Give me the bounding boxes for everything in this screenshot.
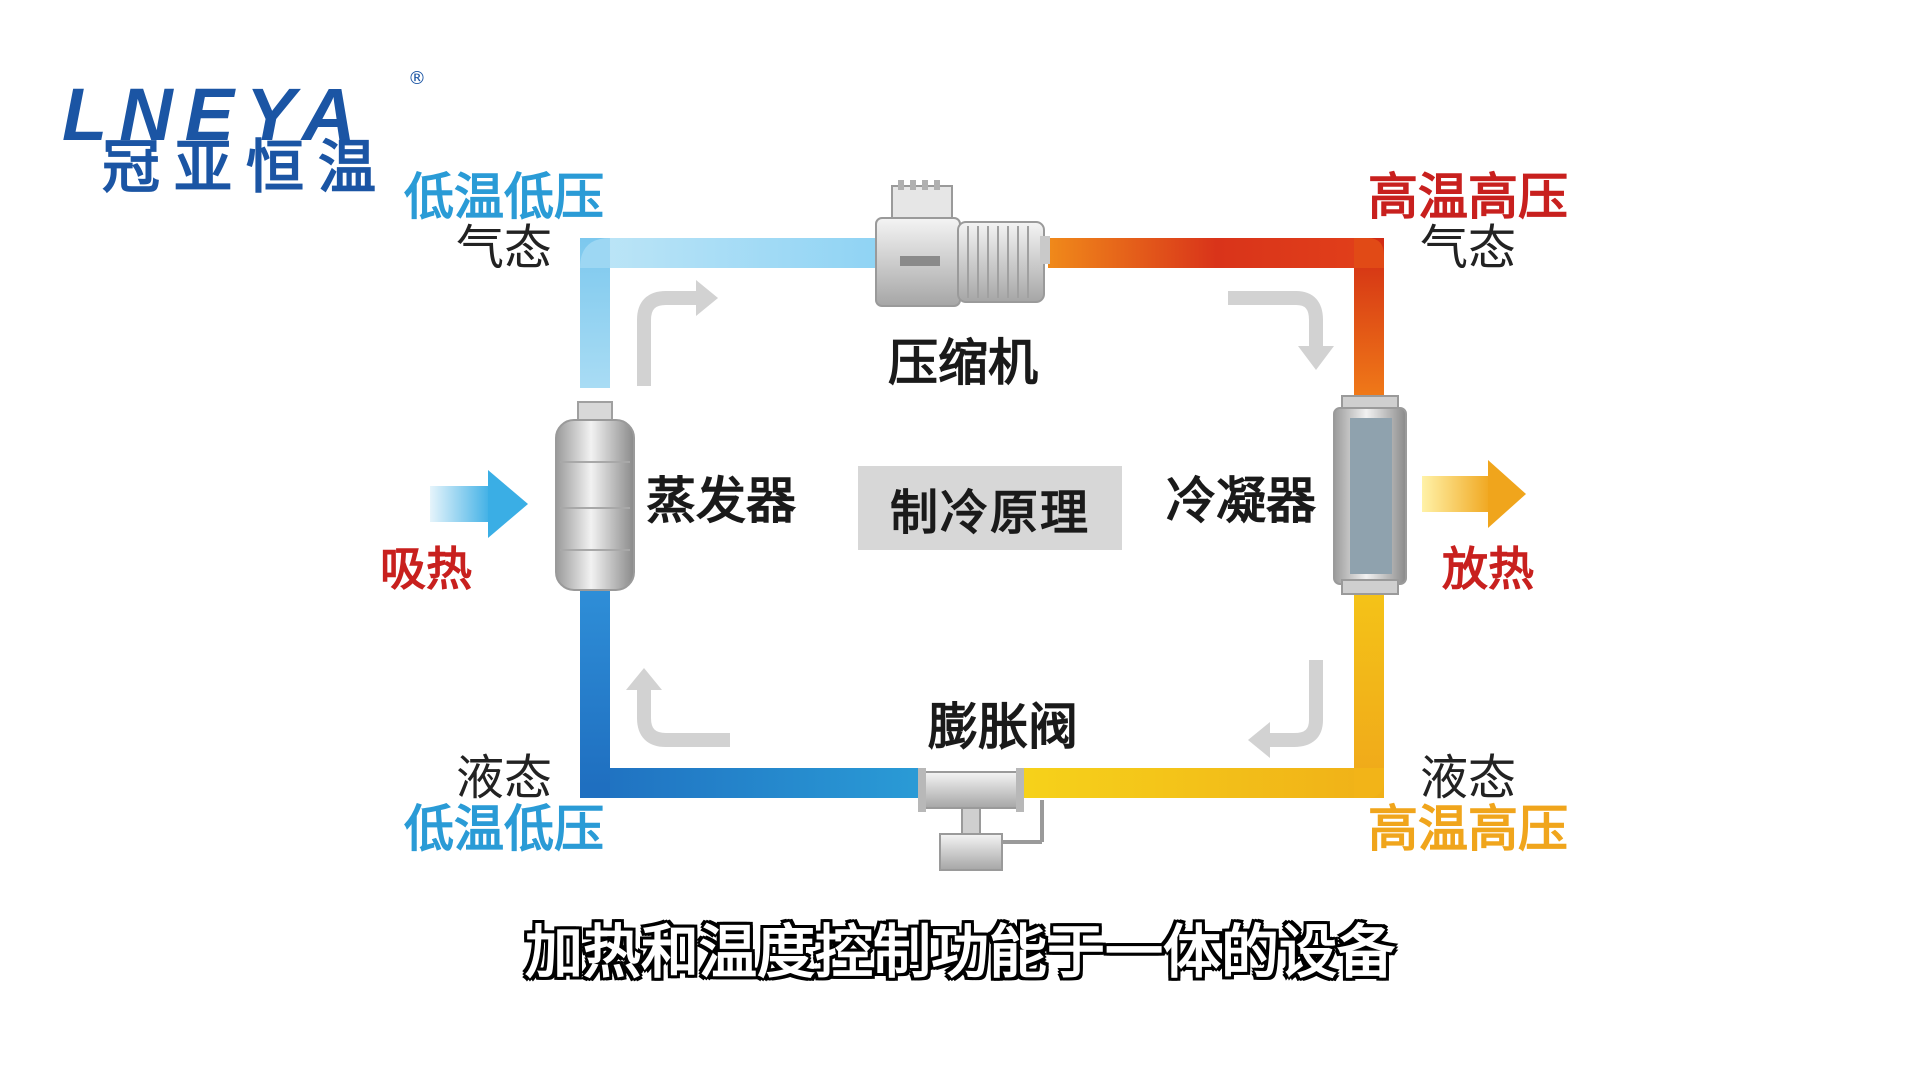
top-right-state: 气态: [1420, 220, 1517, 276]
center-title: 制冷原理: [889, 485, 1090, 541]
heat-release-arrow: [1422, 460, 1526, 528]
condenser-label: 冷凝器: [1166, 472, 1316, 530]
brand-logo-chinese: 冠亚恒温: [102, 133, 391, 201]
bottom-right-state: 液态: [1420, 750, 1517, 806]
video-subtitle: 加热和温度控制功能于一体的设备: [524, 918, 1395, 986]
heat-absorb-arrow: [430, 470, 528, 538]
brand-logo-wordmark: LNEYA: [62, 73, 368, 156]
evaporator-label: 蒸发器: [646, 472, 796, 530]
compressor-unit: [875, 180, 1050, 307]
pipe-top-left: [580, 238, 880, 388]
top-left-condition: 低温低压: [404, 168, 604, 226]
flow-arrow-top-left: [637, 280, 718, 386]
heat-absorb-label: 吸热: [380, 542, 472, 596]
top-right-condition: 高温高压: [1368, 168, 1568, 226]
pipe-bottom-left: [580, 768, 920, 798]
flow-arrow-top-right: [1228, 291, 1334, 370]
flow-arrow-bottom-left: [626, 668, 730, 747]
registered-mark: ®: [408, 68, 426, 89]
pipe-right-lower: [1354, 590, 1384, 790]
pipe-bottom-right: [1020, 768, 1384, 798]
bottom-right-condition: 高温高压: [1368, 800, 1568, 858]
expansion-valve-label: 膨胀阀: [928, 698, 1078, 756]
bottom-left-state: 液态: [456, 750, 553, 806]
flow-arrow-bottom-right: [1248, 660, 1323, 758]
condenser-unit: [1333, 395, 1407, 595]
pipe-right-upper: [1354, 238, 1384, 398]
heat-release-label: 放热: [1442, 542, 1534, 596]
bottom-left-condition: 低温低压: [404, 800, 604, 858]
center-title-box: 制冷原理: [858, 466, 1122, 550]
compressor-label: 压缩机: [888, 334, 1038, 392]
evaporator-unit: [555, 401, 635, 591]
expansion-valve-unit: [918, 768, 1044, 871]
top-left-state: 气态: [456, 220, 553, 276]
pipe-top-right: [1048, 238, 1384, 268]
pipe-left-lower: [580, 585, 610, 785]
